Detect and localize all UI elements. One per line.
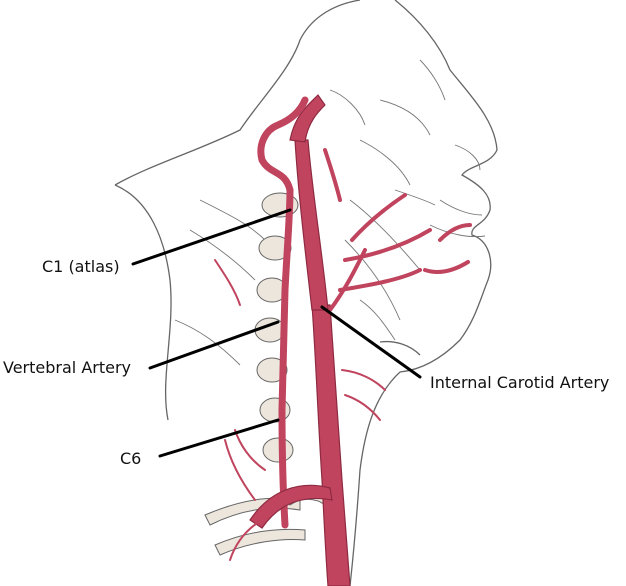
- subclavian-artery: [249, 484, 333, 529]
- external-carotid-branches: [323, 148, 472, 312]
- common-carotid-artery: [311, 304, 351, 586]
- pointer-line-internal-carotid: [320, 305, 422, 379]
- head-neck-outline: [114, 0, 498, 586]
- label-vertebral-artery: Vertebral Artery: [3, 358, 131, 377]
- pointer-line-c1: [131, 208, 292, 266]
- pointer-lines: [131, 208, 422, 458]
- label-c1-atlas: C1 (atlas): [42, 257, 120, 276]
- face-detail: [174, 59, 486, 366]
- small-branches: [214, 259, 386, 561]
- pointer-line-vertebral: [148, 320, 280, 370]
- label-c6: C6: [120, 449, 142, 468]
- label-internal-carotid-artery: Internal Carotid Artery: [430, 373, 610, 392]
- internal-carotid-artery: [289, 94, 329, 311]
- vertebral-artery: [257, 96, 309, 529]
- pointer-line-c6: [158, 418, 280, 458]
